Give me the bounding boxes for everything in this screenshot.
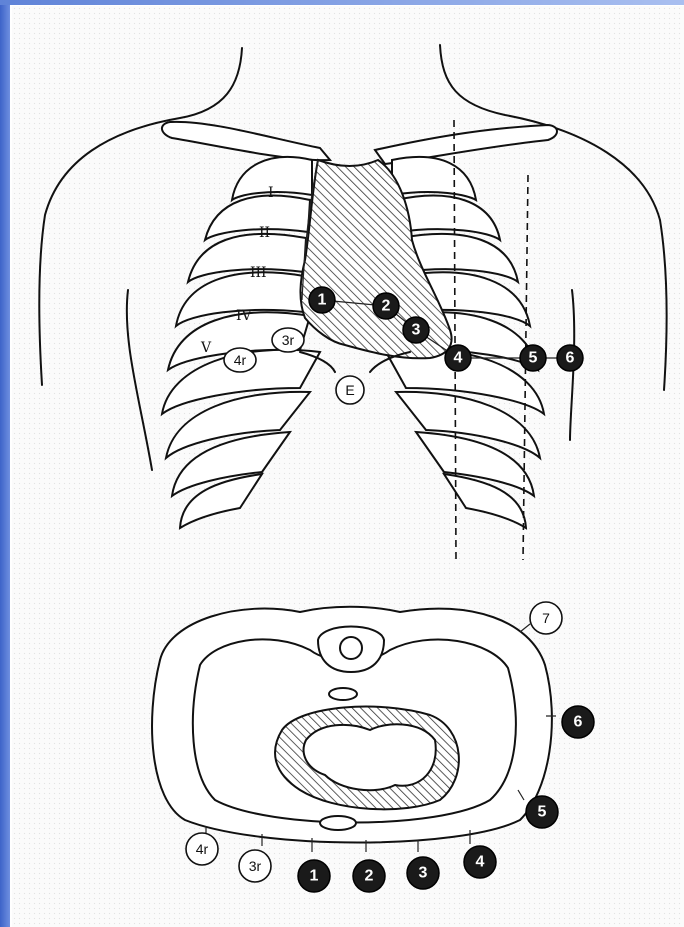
upper-lead-3-label: 3 (412, 322, 421, 339)
lower-lead-1-label: 1 (310, 868, 319, 885)
lower-lead-3: 3 (407, 857, 439, 889)
upper-lead-4r: 4r (224, 348, 256, 372)
rib-label-5: V (200, 340, 212, 356)
upper-lead-1: 1 (309, 287, 335, 313)
upper-lead-4-label: 4 (454, 350, 463, 367)
spinal-canal (340, 637, 362, 659)
upper-lead-e-label: E (345, 382, 354, 398)
lower-lead-5: 5 (526, 796, 558, 828)
upper-lead-6: 6 (557, 345, 583, 371)
upper-lead-3: 3 (403, 317, 429, 343)
lower-lead-4r: 4r (186, 833, 218, 865)
lower-lead-6: 6 (562, 706, 594, 738)
lower-lead-4-label: 4 (476, 854, 485, 871)
lower-lead-6-label: 6 (574, 714, 583, 731)
upper-lead-2-label: 2 (382, 298, 391, 315)
lower-lead-3r: 3r (239, 850, 271, 882)
lower-lead-1: 1 (298, 860, 330, 892)
lower-lead-2-label: 2 (365, 868, 374, 885)
rib (392, 157, 476, 200)
rib-label-4: IV (236, 308, 253, 324)
transverse-section-view: 1 2 3 4 5 6 7 3r 4r (152, 602, 594, 892)
left-clavicle (162, 122, 330, 160)
upper-lead-4: 4 (445, 345, 471, 371)
lower-lead-4: 4 (464, 846, 496, 878)
left-arm-inner (127, 290, 152, 470)
lower-lead-3-label: 3 (419, 865, 428, 882)
upper-lead-5-label: 5 (529, 350, 538, 367)
lower-lead-2: 2 (353, 860, 385, 892)
upper-lead-3r-label: 3r (282, 332, 295, 348)
lower-lead-7-label: 7 (542, 610, 550, 626)
upper-lead-2: 2 (373, 293, 399, 319)
lower-lead-3r-label: 3r (249, 858, 262, 874)
anterior-chest-view: I II III IV V 1 2 3 4 5 6 3r 4r E (39, 45, 666, 560)
aorta (329, 688, 357, 700)
upper-lead-e: E (336, 376, 364, 404)
upper-lead-3r: 3r (272, 328, 304, 352)
upper-lead-6-label: 6 (566, 350, 575, 367)
upper-lead-5: 5 (520, 345, 546, 371)
lower-lead-4r-label: 4r (196, 841, 209, 857)
rib-label-2: II (259, 225, 270, 241)
upper-lead-1-label: 1 (318, 292, 327, 309)
lower-lead-7: 7 (530, 602, 562, 634)
rib-label-1: I (268, 185, 274, 201)
rib-label-3: III (250, 265, 267, 281)
lower-lead-5-label: 5 (538, 804, 547, 821)
upper-lead-4r-label: 4r (234, 352, 247, 368)
sternum-section (320, 816, 356, 830)
